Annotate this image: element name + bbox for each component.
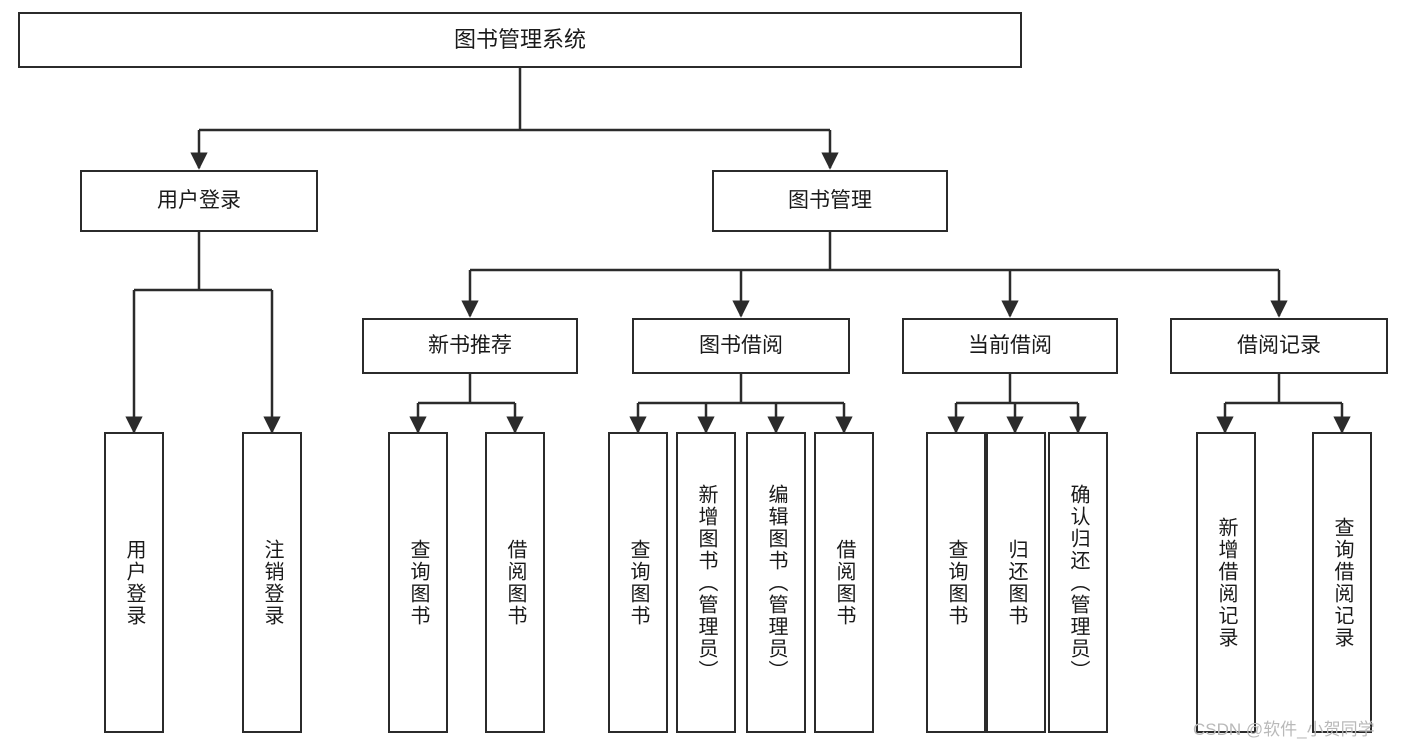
node-leaf-add-book[interactable]: 新增图书（管理员） xyxy=(676,432,736,733)
node-new-book-recommend[interactable]: 新书推荐 xyxy=(362,318,578,374)
node-leaf-user-login[interactable]: 用户登录 xyxy=(104,432,164,733)
node-label: 借阅图书 xyxy=(504,538,526,627)
node-leaf-query-book-1[interactable]: 查询图书 xyxy=(388,432,448,733)
node-label: 借阅图书 xyxy=(833,538,855,627)
node-user-login[interactable]: 用户登录 xyxy=(80,170,318,232)
node-label: 确认归还（管理员） xyxy=(1067,483,1089,682)
node-label: 新增借阅记录 xyxy=(1215,516,1237,649)
node-leaf-query-record[interactable]: 查询借阅记录 xyxy=(1312,432,1372,733)
node-label: 查询图书 xyxy=(627,538,649,627)
node-label: 借阅记录 xyxy=(1237,333,1321,357)
node-label: 当前借阅 xyxy=(968,333,1052,357)
node-label: 查询图书 xyxy=(407,538,429,627)
node-leaf-logout-login[interactable]: 注销登录 xyxy=(242,432,302,733)
csdn-watermark: CSDN @软件_小贺同学 xyxy=(1193,720,1375,739)
node-label: 注销登录 xyxy=(261,538,283,627)
node-label: 查询图书 xyxy=(945,538,967,627)
node-leaf-confirm-return[interactable]: 确认归还（管理员） xyxy=(1048,432,1108,733)
node-book-management[interactable]: 图书管理 xyxy=(712,170,948,232)
node-leaf-query-book-2[interactable]: 查询图书 xyxy=(608,432,668,733)
node-root-system[interactable]: 图书管理系统 xyxy=(18,12,1022,68)
node-leaf-borrow-book-2[interactable]: 借阅图书 xyxy=(814,432,874,733)
node-label: 查询借阅记录 xyxy=(1331,516,1353,649)
node-label: 新增图书（管理员） xyxy=(695,483,717,682)
node-leaf-edit-book[interactable]: 编辑图书（管理员） xyxy=(746,432,806,733)
node-current-borrow[interactable]: 当前借阅 xyxy=(902,318,1118,374)
node-leaf-return-book[interactable]: 归还图书 xyxy=(986,432,1046,733)
node-label: 归还图书 xyxy=(1005,538,1027,627)
node-leaf-borrow-book-1[interactable]: 借阅图书 xyxy=(485,432,545,733)
node-label: 新书推荐 xyxy=(428,333,512,357)
node-leaf-query-book-3[interactable]: 查询图书 xyxy=(926,432,986,733)
node-borrow-record[interactable]: 借阅记录 xyxy=(1170,318,1388,374)
node-book-borrow[interactable]: 图书借阅 xyxy=(632,318,850,374)
node-leaf-add-record[interactable]: 新增借阅记录 xyxy=(1196,432,1256,733)
node-label: 用户登录 xyxy=(157,188,241,212)
node-label: 图书管理系统 xyxy=(453,27,586,53)
node-label: 图书管理 xyxy=(788,188,872,212)
node-label: 用户登录 xyxy=(123,538,145,627)
node-label: 图书借阅 xyxy=(699,333,783,357)
node-label: 编辑图书（管理员） xyxy=(765,483,787,682)
